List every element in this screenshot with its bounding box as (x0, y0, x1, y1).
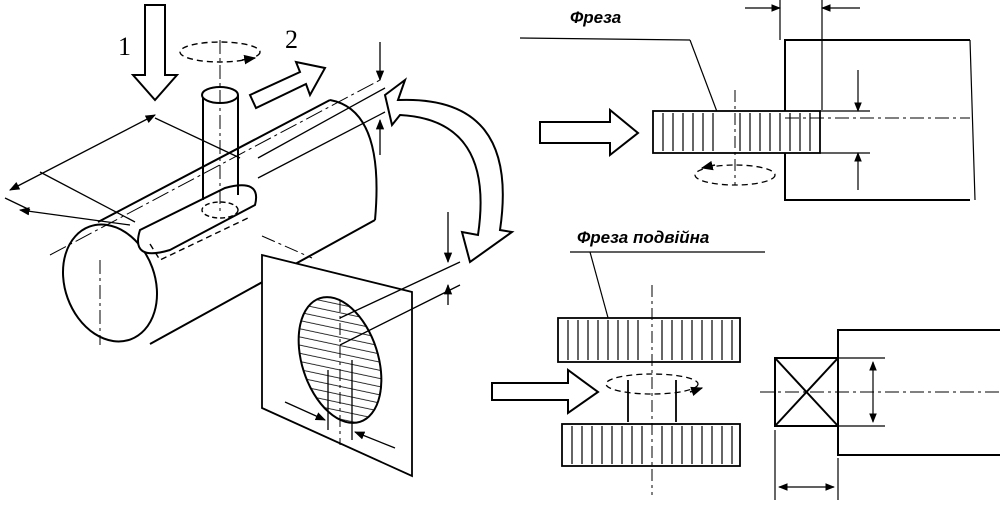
double-cutter-rotation (605, 373, 699, 395)
double-cutter-arbor (627, 285, 677, 495)
rotation-indicator (179, 41, 261, 63)
square-workpiece (760, 329, 1000, 456)
shaft-end-face (61, 223, 159, 343)
feed-arrow-top (539, 107, 640, 158)
feed-arrow-1 (130, 4, 180, 102)
feed-arrow-bottom (491, 368, 600, 415)
bottom-right-dimensions (774, 357, 885, 500)
cutter-rotation (694, 164, 776, 186)
step-label-2: 2 (285, 25, 298, 54)
double-cutter-label: Фреза подвійна (577, 228, 709, 247)
section-plane (261, 212, 461, 478)
left-dimensions (4, 42, 386, 226)
double-cutter-bottom-disk (561, 423, 741, 467)
top-right-dimensions (745, 0, 970, 190)
section-transfer-arrow (383, 77, 515, 264)
cutter-label: Фреза (570, 8, 621, 27)
keyway-slot (137, 184, 258, 255)
feed-arrow-2 (248, 60, 327, 110)
double-cutter-top-disk (557, 317, 741, 363)
shaft-right-end (329, 99, 378, 221)
end-mill (202, 95, 239, 200)
step-label-1: 1 (118, 32, 131, 61)
section-ellipse (297, 296, 383, 424)
cutter-disk (652, 110, 821, 154)
shaft-isometric (49, 40, 381, 345)
